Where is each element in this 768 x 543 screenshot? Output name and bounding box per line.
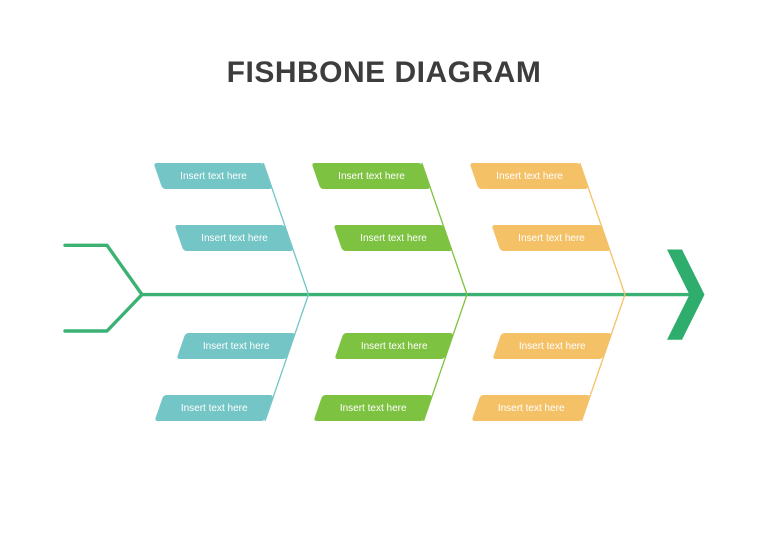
cause-box-middle-bottom-2[interactable]: Insert text here — [313, 395, 433, 421]
rib-left-bottom — [264, 294, 310, 422]
cause-box-middle-bottom-1[interactable]: Insert text here — [334, 333, 454, 359]
fish-tail — [63, 243, 144, 333]
cause-box-right-bottom-1[interactable]: Insert text here — [492, 333, 612, 359]
cause-box-label: Insert text here — [517, 232, 584, 244]
cause-box-label: Insert text here — [339, 402, 407, 414]
cause-box-label: Insert text here — [360, 340, 428, 352]
cause-box-label: Insert text here — [497, 402, 565, 414]
cause-box-label: Insert text here — [359, 232, 426, 244]
cause-box-label: Insert text here — [518, 340, 586, 352]
cause-box-right-top-2[interactable]: Insert text here — [491, 225, 611, 251]
cause-box-label: Insert text here — [200, 232, 268, 244]
cause-box-label: Insert text here — [202, 340, 270, 352]
fish-head-arrow — [667, 249, 705, 340]
cause-box-label: Insert text here — [181, 402, 248, 414]
cause-box-label: Insert text here — [179, 170, 247, 182]
cause-box-label: Insert text here — [495, 170, 563, 182]
diagram-title: FISHBONE DIAGRAM — [226, 56, 542, 89]
cause-box-left-top-2[interactable]: Insert text here — [174, 225, 294, 251]
cause-box-middle-top-2[interactable]: Insert text here — [333, 225, 453, 251]
cause-box-left-bottom-1[interactable]: Insert text here — [176, 333, 296, 359]
cause-box-left-top-1[interactable]: Insert text here — [153, 163, 273, 189]
cause-box-middle-top-1[interactable]: Insert text here — [311, 163, 431, 189]
cause-box-right-top-1[interactable]: Insert text here — [469, 163, 589, 189]
cause-box-right-bottom-2[interactable]: Insert text here — [471, 395, 591, 421]
cause-box-label: Insert text here — [337, 170, 405, 182]
cause-box-left-bottom-2[interactable]: Insert text here — [154, 395, 274, 421]
